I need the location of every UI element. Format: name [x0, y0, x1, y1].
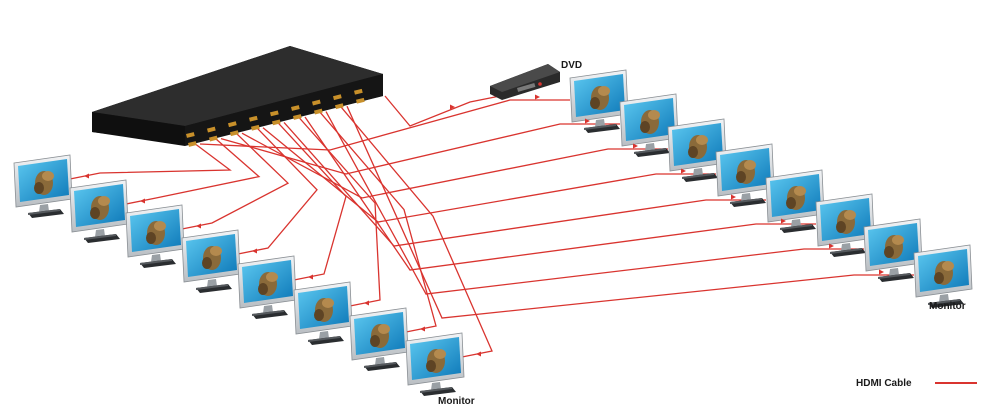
- cable-arrow: [731, 194, 736, 200]
- hdmi-port: [186, 132, 195, 138]
- monitor-icon: [237, 255, 297, 320]
- monitor-icon: [181, 229, 241, 294]
- hdmi-port: [269, 110, 279, 117]
- hdmi-cable: [384, 95, 501, 127]
- monitor-icon: [405, 332, 465, 397]
- hdmi-cable: [283, 121, 766, 247]
- cable-arrow: [140, 198, 145, 204]
- hdmi-port: [249, 115, 258, 122]
- hdmi-cable: [199, 99, 570, 151]
- monitor-icon: [125, 204, 185, 269]
- monitor-label-left: Monitor: [438, 396, 475, 407]
- hdmi-port: [290, 105, 300, 111]
- cable-arrow: [829, 243, 834, 249]
- hdmi-port: [271, 119, 281, 126]
- monitor-icon: [69, 179, 129, 244]
- hdmi-port: [228, 121, 237, 128]
- monitor-icon: [863, 218, 923, 283]
- hdmi-cables: [69, 95, 914, 358]
- hdmi-cable: [69, 139, 232, 180]
- hdmi-cable: [262, 127, 716, 223]
- hdmi-port: [206, 126, 216, 133]
- cable-arrow: [585, 118, 590, 124]
- dvd-player: [490, 64, 560, 100]
- hdmi-port: [188, 141, 197, 147]
- hdmi-port: [356, 97, 365, 104]
- cable-arrow: [476, 351, 481, 357]
- legend-label: HDMI Cable: [856, 378, 912, 389]
- monitor-icon: [349, 307, 409, 372]
- cable-arrows: [84, 94, 884, 357]
- monitor-icon: [293, 281, 353, 346]
- cable-arrow: [84, 173, 89, 179]
- monitor-icon: [13, 154, 73, 219]
- monitor-label-right: Monitor: [929, 301, 966, 312]
- cable-arrow: [879, 269, 884, 275]
- monitor-icon: [715, 143, 775, 208]
- hdmi-port: [209, 135, 218, 142]
- hdmi-cable: [325, 111, 864, 295]
- monitor-icon: [913, 244, 973, 309]
- hdmi-cable: [220, 123, 620, 175]
- cable-arrow: [364, 300, 369, 306]
- legend-cable-swatch: [935, 382, 977, 384]
- matrix-switcher: [92, 46, 383, 147]
- cable-arrow: [308, 274, 313, 280]
- cable-arrow: [535, 94, 540, 100]
- cable-arrow: [196, 223, 201, 229]
- hdmi-port: [311, 99, 321, 106]
- hdmi-port: [292, 114, 302, 120]
- hdmi-port: [334, 103, 344, 110]
- cable-arrow: [252, 248, 257, 254]
- cable-arrow: [450, 104, 455, 110]
- hdmi-port: [313, 108, 323, 115]
- hdmi-cable: [346, 105, 914, 319]
- cable-arrow: [681, 168, 686, 174]
- cable-arrow: [420, 326, 425, 332]
- cable-arrow: [633, 143, 638, 149]
- hdmi-cable: [273, 117, 347, 281]
- dvd-label: DVD: [561, 60, 583, 71]
- hdmi-port: [353, 88, 363, 95]
- hdmi-ports: [186, 88, 365, 147]
- cable-arrow: [781, 218, 786, 224]
- hdmi-port: [332, 94, 342, 101]
- hdmi-cable: [304, 116, 816, 271]
- hdmi-port: [230, 130, 239, 137]
- hdmi-cable: [241, 132, 668, 199]
- hdmi-port: [251, 124, 260, 131]
